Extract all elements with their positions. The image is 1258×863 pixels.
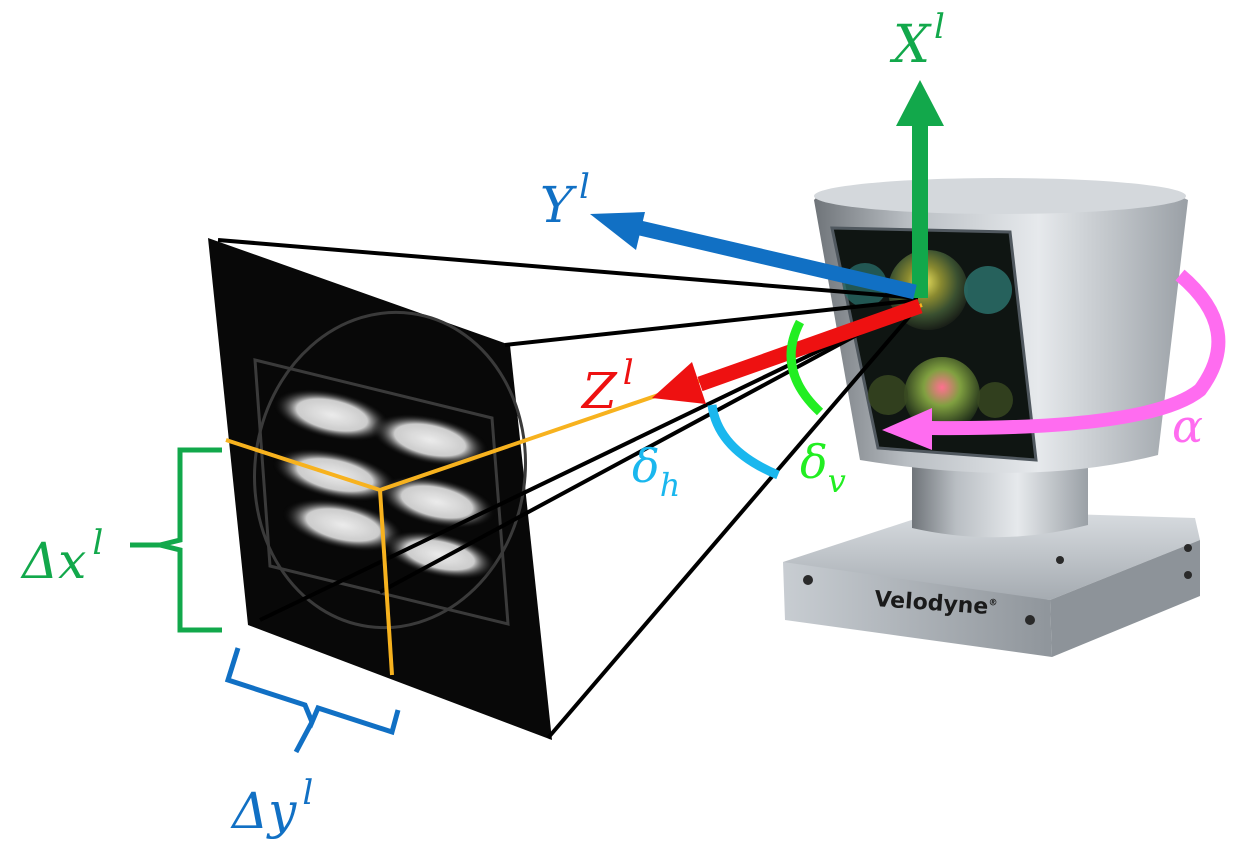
alpha-rotation-arrow <box>882 269 1226 450</box>
frustum-lines <box>217 238 922 740</box>
y-axis-arrow <box>590 212 917 300</box>
delta-v-arc <box>786 319 824 416</box>
x-axis-arrow <box>896 80 944 298</box>
sensor-top-cap <box>814 178 1186 214</box>
lidar-sensor-icon: Velodyne® <box>783 178 1200 657</box>
projection-horizontal <box>225 438 381 492</box>
frustum-edge-top-right <box>504 298 919 347</box>
frustum-ray-mid <box>259 301 919 622</box>
frustum-edge-bottom-right <box>546 302 922 740</box>
delta-v-label: δv <box>800 435 846 500</box>
sensor-base-side <box>1050 540 1200 657</box>
delta-h-label: δh <box>632 439 680 504</box>
delta-h-arc <box>707 404 780 480</box>
frustum-edge-top-left <box>217 238 919 300</box>
sensor-neck <box>912 455 1088 538</box>
image-plane-rectangle <box>253 358 510 626</box>
delta-x-bracket <box>159 447 222 633</box>
alpha-label: α <box>1172 399 1203 453</box>
sensor-base-front <box>783 562 1052 657</box>
delta-y-leader <box>293 720 315 754</box>
projection-vertical <box>378 489 394 676</box>
frustum-ray-center <box>379 300 919 594</box>
image-plane-returns <box>272 388 497 580</box>
z-axis-arrow <box>652 298 923 404</box>
